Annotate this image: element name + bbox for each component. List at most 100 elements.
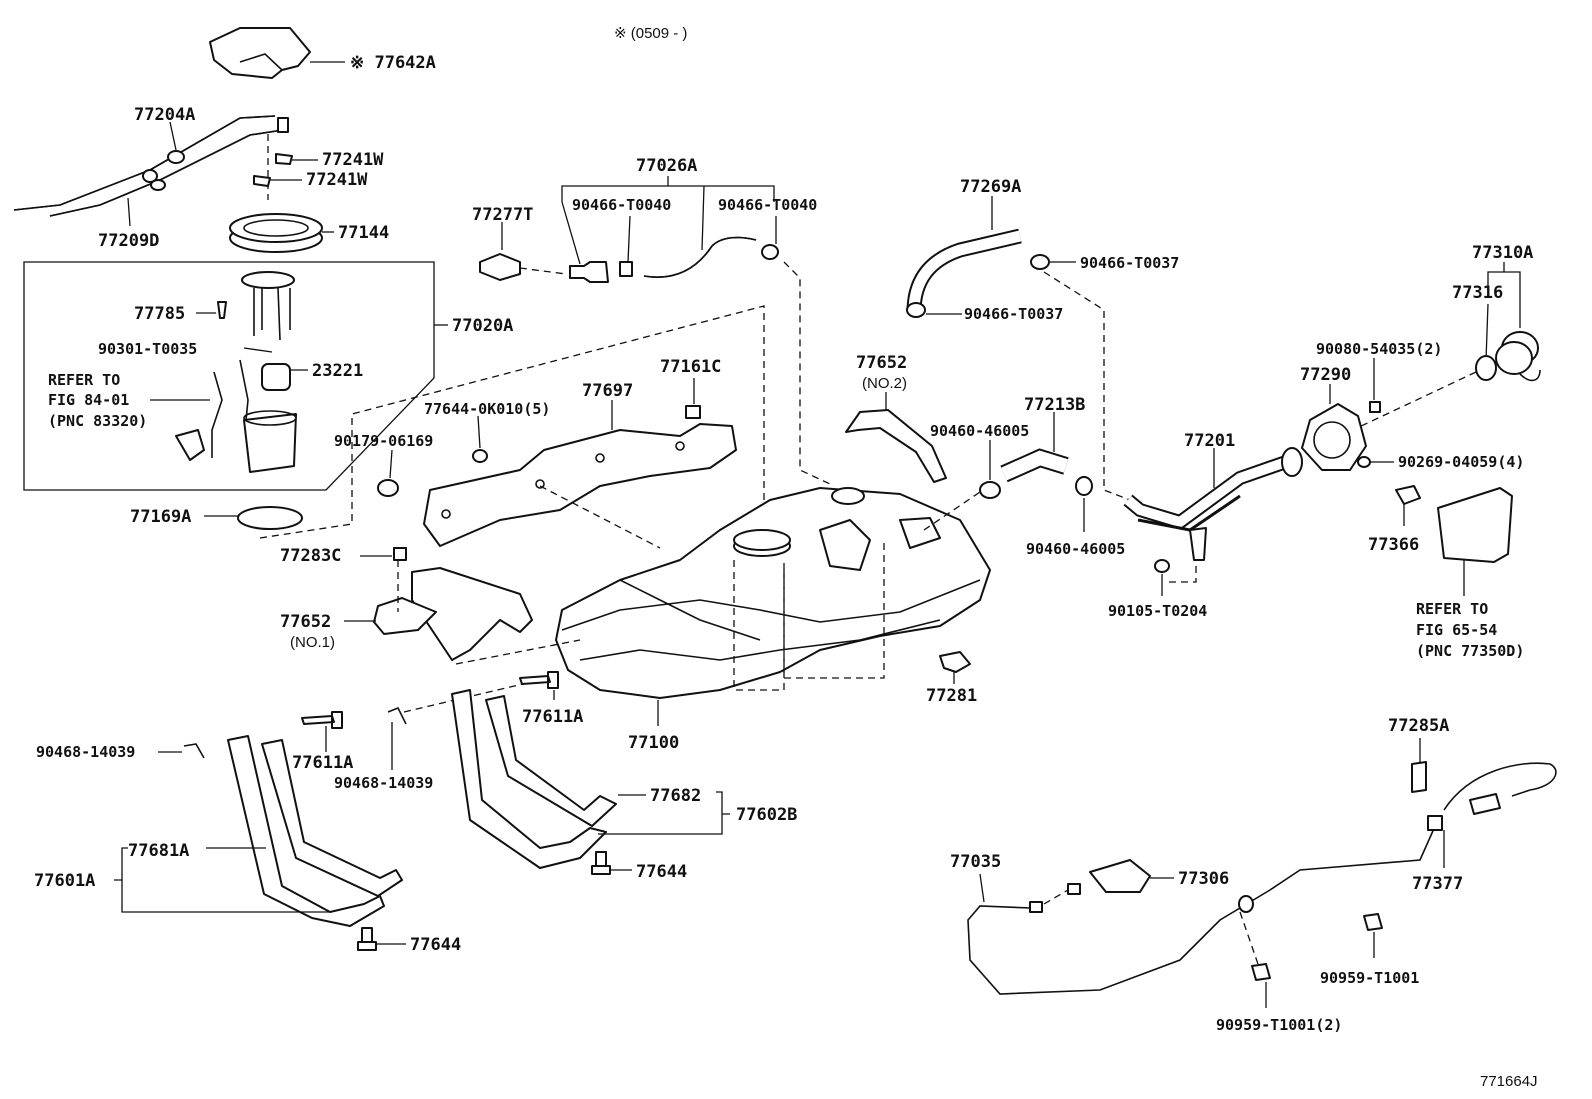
- header-note: ※ (0509 - ): [614, 25, 687, 42]
- label-77682: 77682: [650, 786, 701, 806]
- refer-65-54-line2: FIG 65-54: [1416, 621, 1497, 639]
- refer-84-01-line2: FIG 84-01: [48, 391, 129, 409]
- leader-77026A-valve: [561, 201, 581, 265]
- part-90269-screw: [1357, 456, 1371, 468]
- label-77310A: 77310A: [1472, 243, 1533, 263]
- label-77213B: 77213B: [1024, 395, 1085, 415]
- label-77611A-2: 77611A: [522, 707, 583, 727]
- label-77652-no1: 77652: [280, 612, 331, 632]
- label-77281: 77281: [926, 686, 977, 706]
- refer-65-54-line1: REFER TO: [1416, 600, 1488, 618]
- label-90468-1: 90468-14039: [36, 743, 135, 761]
- part-77281-clamp: [939, 651, 971, 673]
- part-77204A-fuel-pipe: [13, 115, 289, 217]
- label-77306: 77306: [1178, 869, 1229, 889]
- dashed-vent-to-tank: [783, 261, 831, 485]
- label-77652-no2-note: (NO.2): [862, 375, 907, 392]
- part-77316-gasket: [1475, 355, 1497, 381]
- part-77697-heat-shield: [423, 423, 737, 547]
- label-77601A: 77601A: [34, 871, 95, 891]
- part-90959-clamp-b: [1251, 963, 1271, 981]
- label-77316: 77316: [1452, 283, 1503, 303]
- part-77169A-gasket: [237, 506, 303, 530]
- refer-84-01-line1: REFER TO: [48, 371, 120, 389]
- label-90466-T0037-c: 90466-T0037: [1080, 254, 1179, 272]
- label-90080: 90080-54035(2): [1316, 340, 1442, 358]
- label-90959-T1001-b: 90959-T1001(2): [1216, 1016, 1342, 1034]
- label-77644-2: 77644: [636, 862, 687, 882]
- part-77213B-filler-hose-inner: [1001, 450, 1069, 481]
- bracket-77601A: [114, 847, 330, 913]
- label-77269A: 77269A: [960, 177, 1021, 197]
- label-77697: 77697: [582, 381, 633, 401]
- part-90468-clip-2: [387, 706, 407, 725]
- part-90105-nut: [1154, 559, 1170, 573]
- leader-77316: [1485, 303, 1489, 361]
- part-77310A-fuel-cap: [1495, 331, 1541, 382]
- label-77035: 77035: [950, 852, 1001, 872]
- label-90179: 90179-06169: [334, 432, 433, 450]
- part-77602B-tank-band: [451, 689, 617, 869]
- label-77652-no2: 77652: [856, 353, 907, 373]
- part-77269A-breather-hose: [906, 228, 1050, 318]
- label-77241W-2: 77241W: [306, 170, 368, 190]
- part-90460-clamp-b: [1075, 476, 1093, 496]
- part-77644-0K010-nut: [472, 449, 488, 463]
- dashed-pump-to-tank: [259, 305, 765, 560]
- part-77611A-bolt-2: [519, 671, 559, 689]
- part-77277T-valve: [479, 253, 521, 281]
- leader-77209D: [127, 197, 131, 227]
- dashed-90959-b: [1239, 911, 1259, 965]
- part-77611A-bolt-1: [301, 711, 343, 729]
- part-77283C: [393, 547, 407, 561]
- box-77020A: [23, 261, 435, 491]
- label-77377: 77377: [1412, 874, 1463, 894]
- leader-90301: [243, 347, 273, 353]
- part-fuel-lid: [1437, 487, 1513, 563]
- part-77642A-cover: [209, 27, 311, 79]
- part-77035-opener-cable: [967, 762, 1557, 995]
- label-77285A: 77285A: [1388, 716, 1449, 736]
- part-90179-grommet: [377, 479, 399, 497]
- label-90466-T0040-a: 90466-T0040: [572, 196, 671, 214]
- part-pump-module: [175, 271, 297, 473]
- leader-90179: [389, 449, 393, 479]
- label-77169A: 77169A: [130, 507, 191, 527]
- part-77785: [217, 301, 227, 319]
- part-77201-filler-pipe: [1123, 447, 1303, 561]
- label-90466-T0040-b: 90466-T0040: [718, 196, 817, 214]
- dashed-77277T: [519, 267, 567, 275]
- label-77100: 77100: [628, 733, 679, 753]
- dashed-77652-no1: [455, 639, 581, 665]
- part-77366-spring: [1395, 485, 1421, 505]
- part-77241W-clip-2: [253, 175, 271, 187]
- label-90301: 90301-T0035: [98, 340, 197, 358]
- label-77290: 77290: [1300, 365, 1351, 385]
- part-77601A-tank-band: [227, 735, 403, 927]
- part-77652-protector-no1: [373, 567, 533, 661]
- dashed-77201: [1166, 566, 1197, 583]
- label-77644-0K010: 77644-0K010(5): [424, 400, 550, 418]
- part-90460-clamp-a: [979, 481, 1001, 499]
- dashed-77306: [1043, 889, 1069, 905]
- refer-65-54-line3: (PNC 77350D): [1416, 642, 1524, 660]
- part-77161C: [685, 405, 701, 419]
- label-77642A: ※ 77642A: [350, 53, 436, 73]
- label-77277T: 77277T: [472, 205, 533, 225]
- label-77611A-1: 77611A: [292, 753, 353, 773]
- refer-84-01-line3: (PNC 83320): [48, 412, 147, 430]
- dashed-77269A: [1043, 271, 1131, 501]
- part-77644-bolt-1: [357, 927, 377, 951]
- label-77652-no1-note: (NO.1): [290, 634, 335, 651]
- label-77026A: 77026A: [636, 156, 697, 176]
- label-77602B: 77602B: [736, 805, 797, 825]
- leader-77644-0K010: [477, 415, 481, 449]
- bracket-77310A: [1487, 262, 1521, 290]
- leader-90466-a: [627, 215, 631, 263]
- part-77652-protector-no2: [845, 409, 947, 483]
- label-77681A: 77681A: [128, 841, 189, 861]
- part-77306-opener-lever: [1089, 859, 1151, 893]
- label-77241W-1: 77241W: [322, 150, 384, 170]
- part-77100-fuel-tank: [555, 487, 991, 699]
- label-90460-46005-b: 90460-46005: [1026, 540, 1125, 558]
